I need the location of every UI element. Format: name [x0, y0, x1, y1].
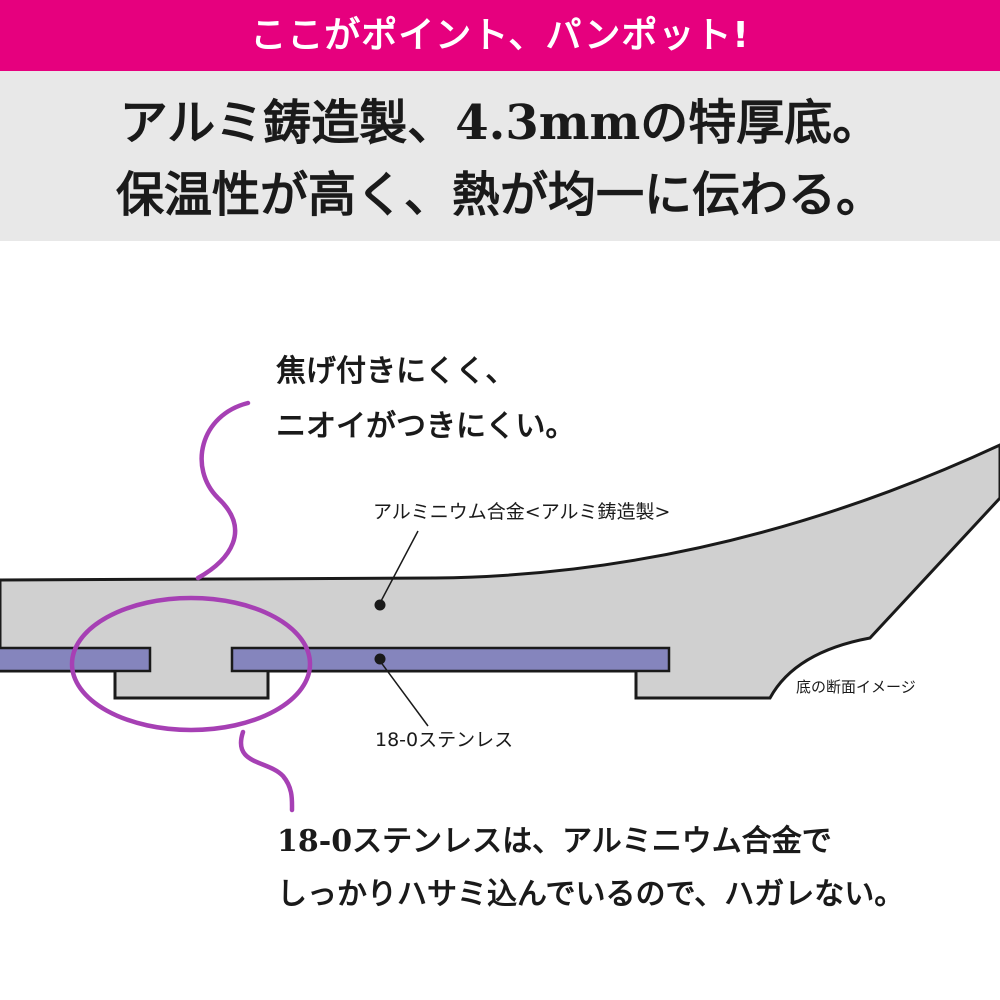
- headline-box: アルミ鋳造製、4.3mmの特厚底。 保温性が高く、熱が均一に伝わる。: [0, 71, 1000, 241]
- note-bottom-line-1: 18-0ステンレスは、アルミニウム合金で: [277, 824, 832, 859]
- alloy-leader-line: [379, 530, 419, 604]
- steel-point-dot: [374, 653, 386, 665]
- callout-squiggle-top: [195, 400, 251, 581]
- alloy-point-dot: [374, 599, 386, 611]
- callout-squiggle-bottom: [238, 729, 295, 813]
- note-bottom-line-2: しっかりハサミ込んでいるので、ハガレない。: [277, 877, 905, 912]
- callout-circle: [69, 595, 313, 733]
- steel-leader-line: [379, 660, 429, 727]
- headline-line-1: アルミ鋳造製、4.3mmの特厚底。: [119, 95, 881, 151]
- steel-label: 18-0ステンレス: [375, 729, 514, 751]
- headline-line-2: 保温性が高く、熱が均一に伝わる。: [115, 167, 884, 223]
- section-caption: 底の断面イメージ: [796, 678, 916, 696]
- banner-title: ここがポイント、パンポット!: [250, 14, 750, 56]
- alloy-label: アルミニウム合金<アルミ鋳造製>: [373, 501, 671, 523]
- note-top-line-1: 焦げ付きにくく、: [276, 354, 516, 389]
- stainless-layer-main: [230, 646, 671, 673]
- note-top-line-2: ニオイがつきにくい。: [276, 409, 576, 444]
- header-banner: ここがポイント、パンポット!: [0, 0, 1000, 71]
- aluminum-alloy-body: [0, 443, 1000, 700]
